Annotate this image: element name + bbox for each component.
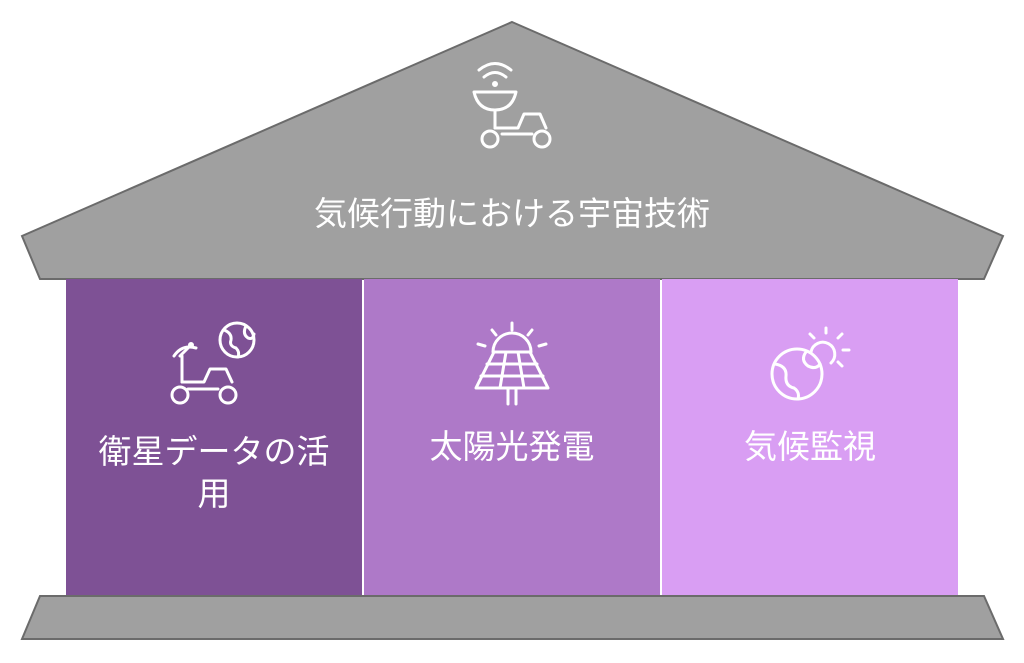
pillar-solar-power-label: 太陽光発電 [430,427,595,466]
satellite-rover-icon [472,62,552,149]
base-platform [20,595,1005,640]
solar-panel-icon [474,321,550,406]
roof-title: 気候行動における宇宙技術 [314,194,710,233]
pillar-climate-monitoring [662,279,958,596]
pillar-satellite-data-label-1: 衛星データの活 [99,432,330,471]
roof [20,20,1005,280]
rover-globe-icon [170,321,256,405]
globe-sun-icon [770,326,851,401]
pillar-satellite-data [66,279,362,596]
pillar-satellite-data-label-2: 用 [198,474,231,513]
pillar-climate-monitoring-label: 気候監視 [744,427,876,466]
